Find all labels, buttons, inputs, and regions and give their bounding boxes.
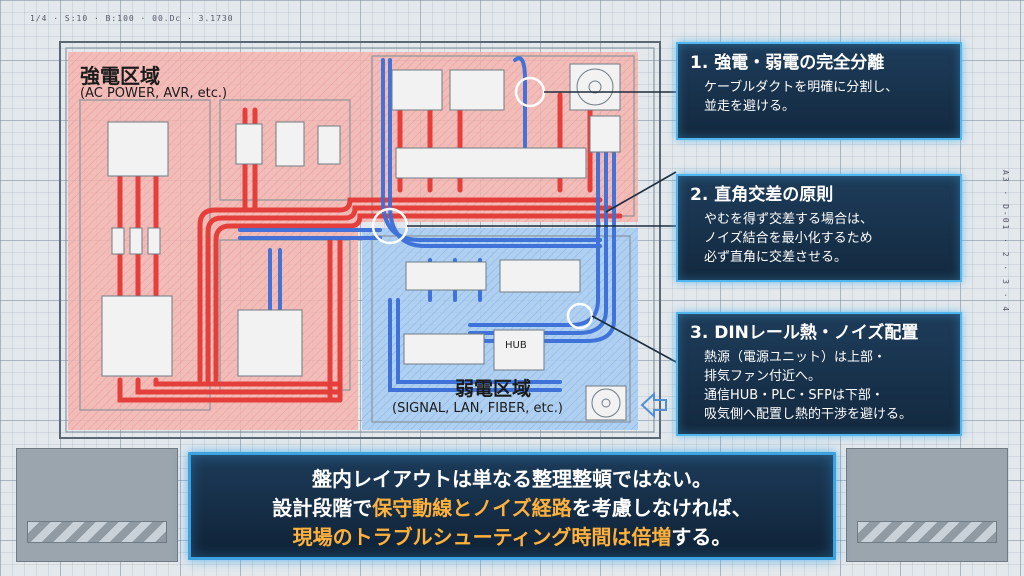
callout-din-rail-line: 吸気側へ配置し熱的干渉を避ける。	[704, 407, 913, 422]
callout-separation-line: ケーブルダクトを明確に分割し、	[704, 80, 899, 95]
callout-din-rail-line: 排気ファン付近へ。	[704, 369, 822, 384]
power-supply-1	[391, 69, 443, 111]
callout-right-angle-line: 必ず直角に交差させる。	[704, 250, 848, 265]
callout-din-rail-line: 熱源（電源ユニット）は上部・	[704, 350, 887, 365]
plc-modules	[499, 259, 581, 293]
callout-separation-line: 並走を避ける。	[704, 99, 796, 114]
terminal-strip-signal	[405, 261, 487, 291]
terminal-block-2	[129, 227, 143, 255]
low-voltage-zone-title: 弱電区域	[455, 378, 532, 400]
blueprint-header-text: 1/4 · S:10 · B:100 · 00.Dc · 3.1730	[30, 14, 234, 23]
avr-unit	[101, 295, 173, 377]
transformer	[237, 309, 303, 377]
summary-line-3-suffix: する。	[671, 525, 732, 549]
relay-c	[317, 125, 341, 165]
callout-right-angle-title: 2. 直角交差の原則	[690, 185, 834, 205]
intake-fan	[585, 385, 627, 421]
callout-din-rail-line: 通信HUB・PLC・SFPは下部・	[704, 388, 884, 403]
direction-arrow-icon	[640, 391, 667, 419]
callout-separation-title: 1. 強電・弱電の完全分離	[690, 53, 885, 73]
relay-b	[275, 121, 305, 167]
hub-label: HUB	[505, 340, 527, 351]
summary-line-3: 現場のトラブルシューティング時間は倍増する。	[191, 523, 833, 552]
enclosure-inner	[65, 47, 655, 433]
breaker-a	[235, 123, 263, 165]
duct-box	[589, 115, 621, 153]
terminal-block-3	[147, 227, 161, 255]
low-voltage-zone-subtitle: (SIGNAL, LAN, FIBER, etc.)	[392, 401, 563, 416]
callout-right-angle: 2. 直角交差の原則 やむを得ず交差する場合は、 ノイズ結合を最小化するため 必…	[676, 174, 962, 282]
callout-separation: 1. 強電・弱電の完全分離 ケーブルダクトを明確に分割し、 並走を避ける。	[676, 42, 962, 140]
callout-right-angle-line: やむを得ず交差する場合は、	[704, 212, 874, 227]
power-supply-2	[449, 69, 505, 111]
signal-terminals	[403, 333, 485, 365]
leader-line-3	[591, 315, 677, 363]
exhaust-fan	[569, 63, 621, 111]
decorative-plate-left	[16, 448, 178, 562]
main-breaker	[107, 121, 169, 177]
blueprint-side-text: A3 · D-01 · 2 · 3 · 4	[1001, 170, 1010, 314]
callout-din-rail: 3. DINレール熱・ノイズ配置 熱源（電源ユニット）は上部・ 排気ファン付近へ…	[676, 312, 962, 436]
summary-highlight-2: 現場のトラブルシューティング時間は倍増	[292, 525, 672, 549]
enclosure-outer	[59, 41, 661, 439]
callout-right-angle-line: ノイズ結合を最小化するため	[704, 231, 873, 246]
network-hub	[493, 329, 545, 371]
high-voltage-zone-title: 強電区域	[80, 64, 160, 88]
high-voltage-zone-subtitle: (AC POWER, AVR, etc.)	[80, 86, 228, 101]
summary-line-2-prefix: 設計段階で	[272, 496, 373, 520]
summary-box: 盤内レイアウトは単なる整理整頓ではない。 設計段階で保守動線とノイズ経路を考慮し…	[188, 452, 836, 560]
terminal-block-1	[111, 227, 125, 255]
summary-line-2: 設計段階で保守動線とノイズ経路を考慮しなければ、	[191, 494, 833, 523]
summary-line-2-suffix: を考慮しなければ、	[571, 496, 752, 520]
summary-line-1: 盤内レイアウトは単なる整理整頓ではない。	[312, 467, 712, 491]
leader-line-duct	[605, 171, 677, 213]
decorative-plate-right	[846, 448, 1008, 562]
callout-din-rail-title: 3. DINレール熱・ノイズ配置	[690, 323, 919, 343]
din-module-row-top	[395, 147, 587, 179]
summary-highlight-1: 保守動線とノイズ経路	[372, 496, 572, 520]
